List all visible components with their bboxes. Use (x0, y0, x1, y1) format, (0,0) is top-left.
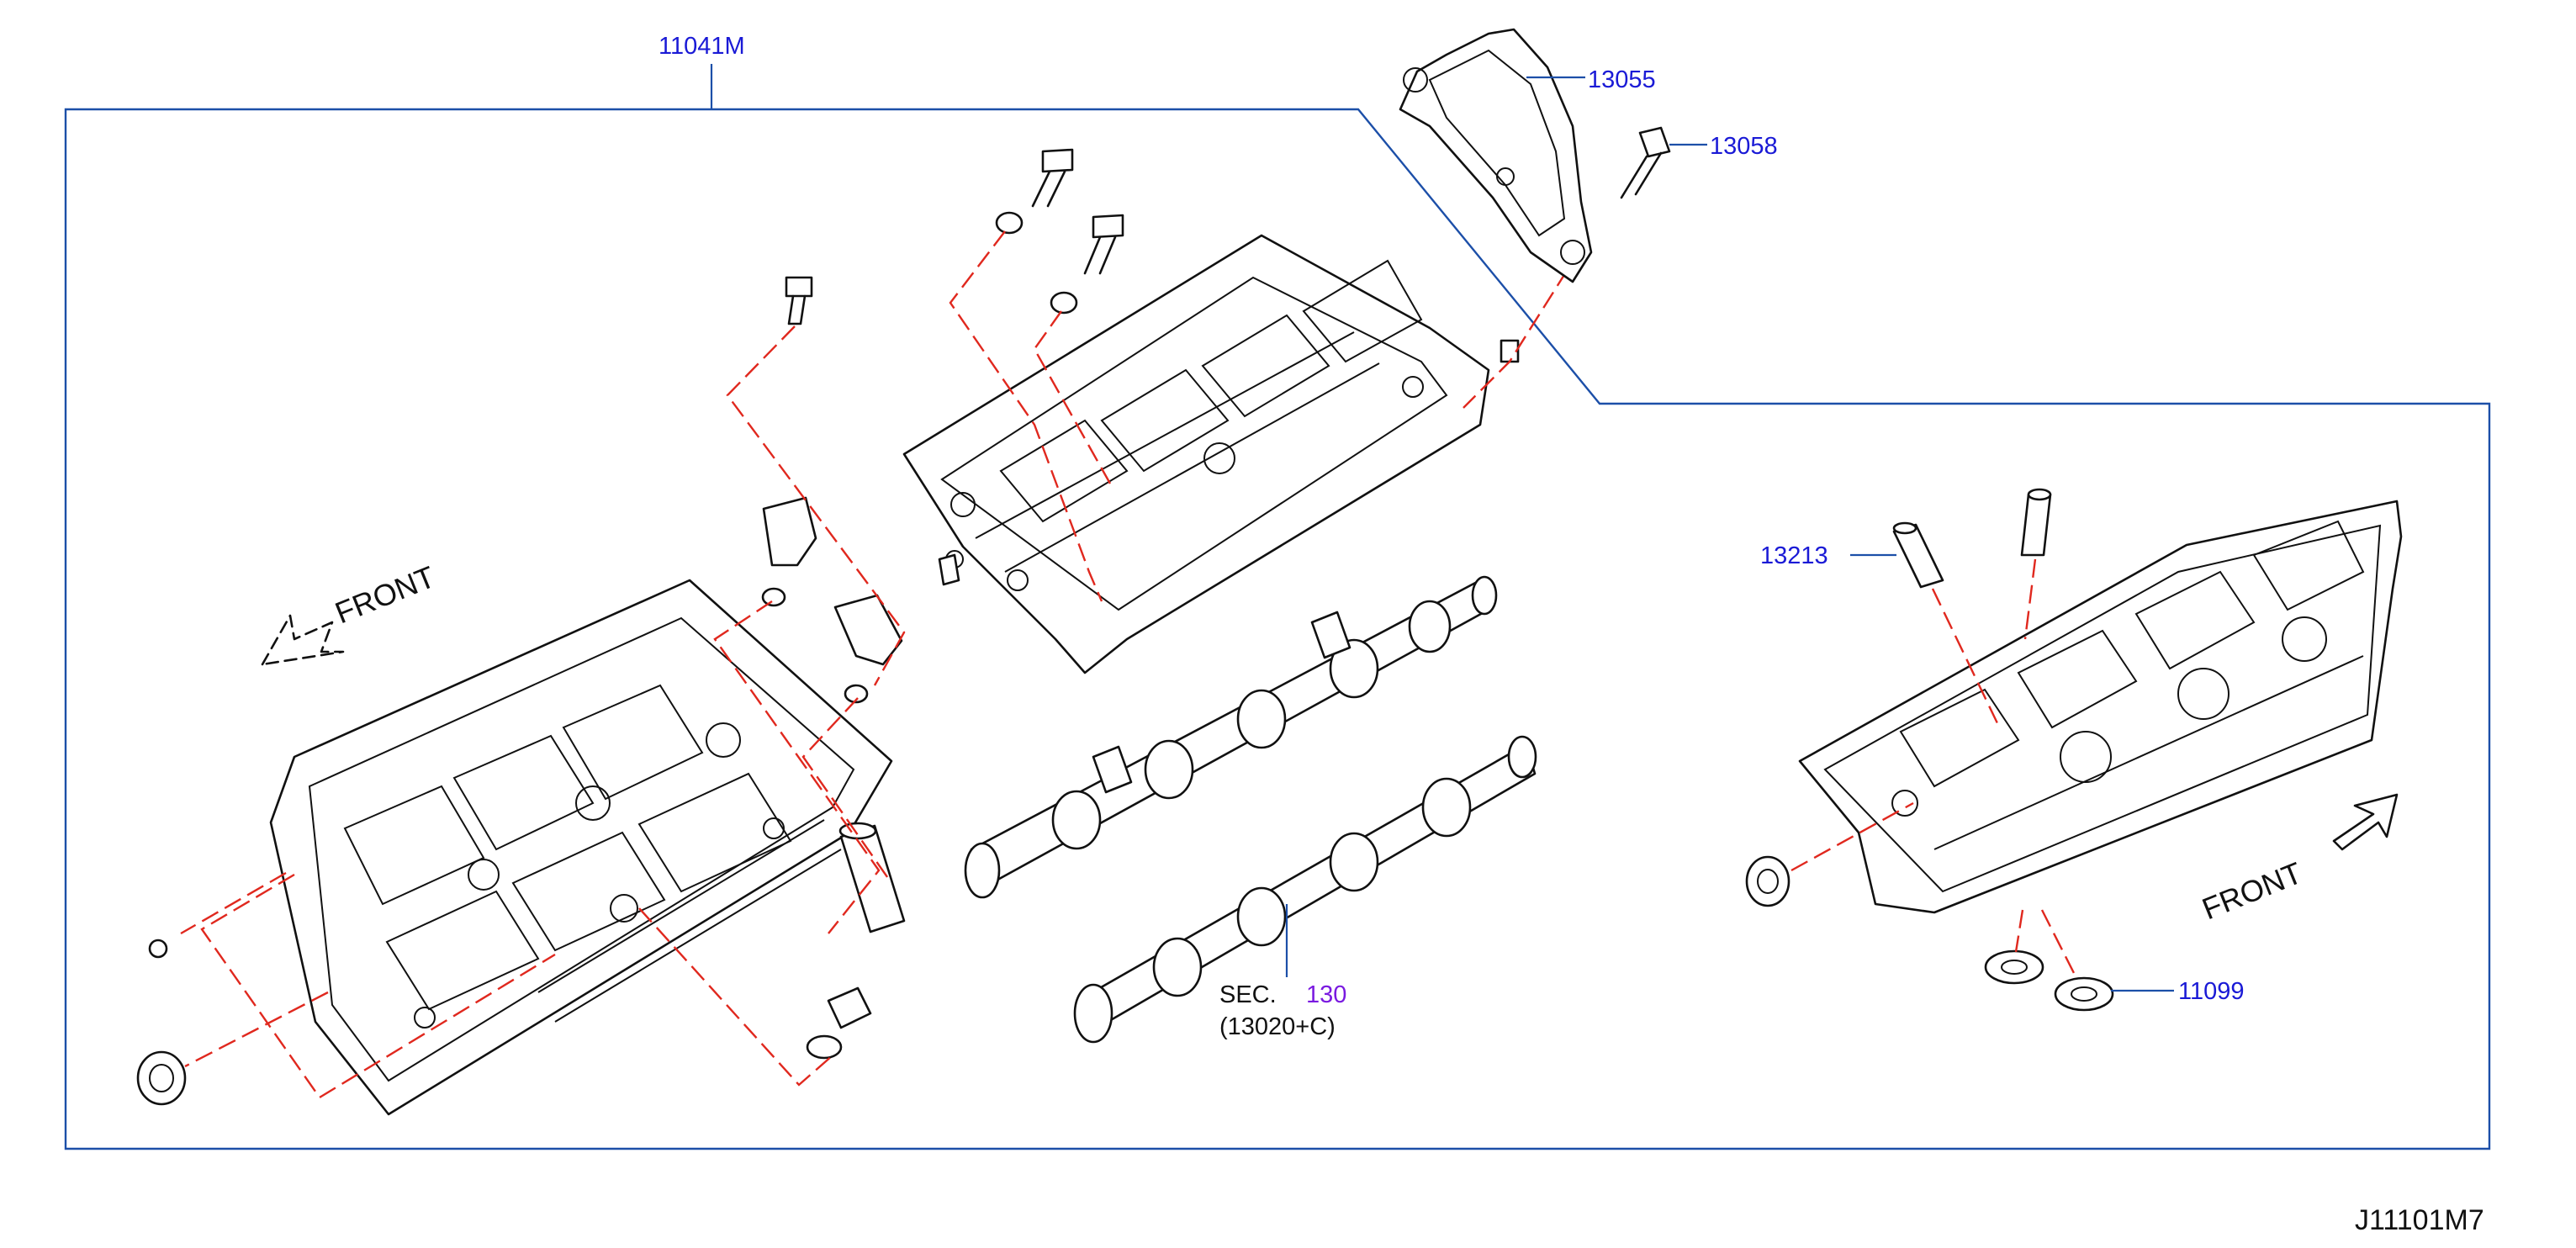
bolt-13058 (1620, 126, 1671, 199)
front-arrow-left-icon (261, 614, 345, 666)
left-guide-lines (180, 325, 906, 1099)
section-number-link[interactable]: 130 (1306, 981, 1346, 1008)
diagram-id: J11101M7 (2355, 1204, 2484, 1236)
callout-11041m[interactable]: 11041M (659, 33, 745, 60)
exhaust-camshaft (1073, 735, 1537, 1044)
intake-camshaft (964, 575, 1498, 899)
camshaft-bracket (902, 234, 1490, 674)
callout-11099[interactable]: 11099 (2178, 978, 2245, 1005)
front-label-left: FRONT (331, 559, 440, 630)
front-label-right: FRONT (2198, 855, 2307, 926)
front-arrow-right-icon (2332, 793, 2399, 851)
assembly-frame (64, 108, 2491, 1150)
cover-13055 (1399, 28, 1593, 283)
callout-13213[interactable]: 13213 (1760, 542, 1828, 569)
callout-13058[interactable]: 13058 (1710, 133, 1778, 160)
bracket-guide-lines (949, 230, 1583, 602)
right-front-indicator: FRONT (2198, 793, 2399, 926)
left-head-hardware (136, 276, 906, 1106)
section-sub-ref: (13020+C) (1219, 1013, 1336, 1040)
callout-13055[interactable]: 13055 (1588, 66, 1656, 93)
bracket-hardware (938, 148, 1520, 586)
right-guide-lines (1791, 558, 2079, 981)
section-prefix: SEC. (1219, 981, 1277, 1008)
right-cylinder-head (1798, 500, 2403, 914)
right-head-hardware (1745, 488, 2114, 1012)
left-cylinder-head (269, 579, 893, 1116)
left-front-indicator: FRONT (261, 559, 440, 666)
